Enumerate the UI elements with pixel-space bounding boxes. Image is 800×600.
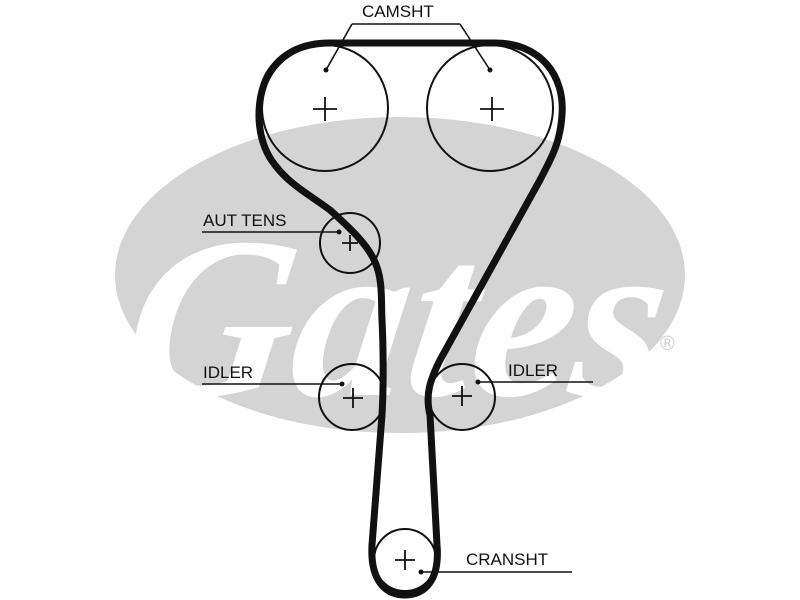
tensioner-label: AUT TENS [203,211,286,230]
timing-belt [255,39,566,599]
crankshaft-dot [418,569,424,575]
camshaft-left-dot [323,67,329,73]
gates-watermark: Gates ® [112,117,685,445]
idler-left-label: IDLER [203,363,253,382]
registered-mark: ® [660,333,675,355]
camshaft-left-leader [325,23,353,71]
leader-dots [323,67,493,575]
idler-right-label: IDLER [508,361,558,380]
watermark-text: Gates [112,190,684,445]
tensioner-center-icon [342,235,358,251]
idler-left-dot [339,381,345,387]
crankshaft-label: CRANSHT [466,550,548,569]
tensioner-pulley [319,212,381,274]
crankshaft-center-icon [395,550,415,570]
watermark-ellipse [115,117,685,433]
camshaft-label: CAMSHT [362,2,434,21]
leader-lines [202,23,593,573]
idler-right-dot [475,379,481,385]
idler-left-center-icon [343,388,363,408]
idler-right-center-icon [452,386,472,406]
camshaft-right-center-icon [480,97,504,121]
camshaft-right-dot [487,67,493,73]
center-marks [313,97,504,570]
camshaft-left-center-icon [313,97,337,121]
camshaft-right-leader [459,23,491,71]
tensioner-dot [336,229,342,235]
